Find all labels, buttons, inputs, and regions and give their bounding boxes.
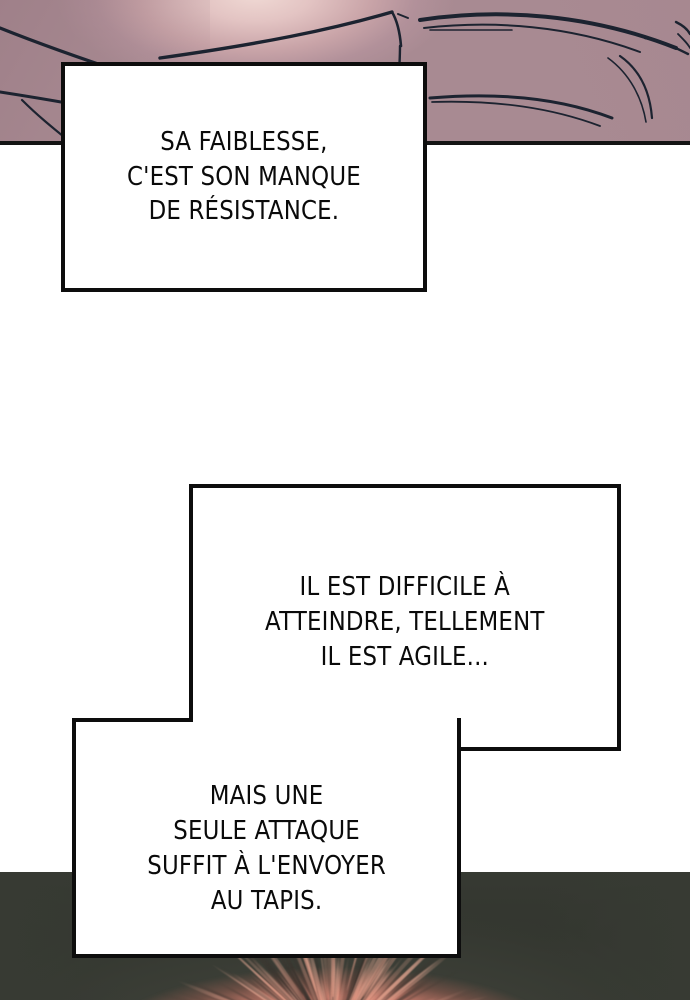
narration-box-2-text: IL EST DIFFICILE À ATTEINDRE, TELLEMENT … <box>265 572 545 672</box>
bubble-merge-seam-top <box>193 714 457 726</box>
narration-box-3[interactable]: MAIS UNE SEULE ATTAQUE SUFFIT À L'ENVOYE… <box>72 718 461 958</box>
narration-box-3-text: MAIS UNE SEULE ATTAQUE SUFFIT À L'ENVOYE… <box>147 781 386 916</box>
narration-box-1[interactable]: SA FAIBLESSE, C'EST SON MANQUE DE RÉSIST… <box>61 62 427 292</box>
narration-box-1-text: SA FAIBLESSE, C'EST SON MANQUE DE RÉSIST… <box>127 126 361 227</box>
bubble-merge-seam-bottom <box>193 743 457 753</box>
narration-box-2[interactable]: IL EST DIFFICILE À ATTEINDRE, TELLEMENT … <box>189 484 621 751</box>
